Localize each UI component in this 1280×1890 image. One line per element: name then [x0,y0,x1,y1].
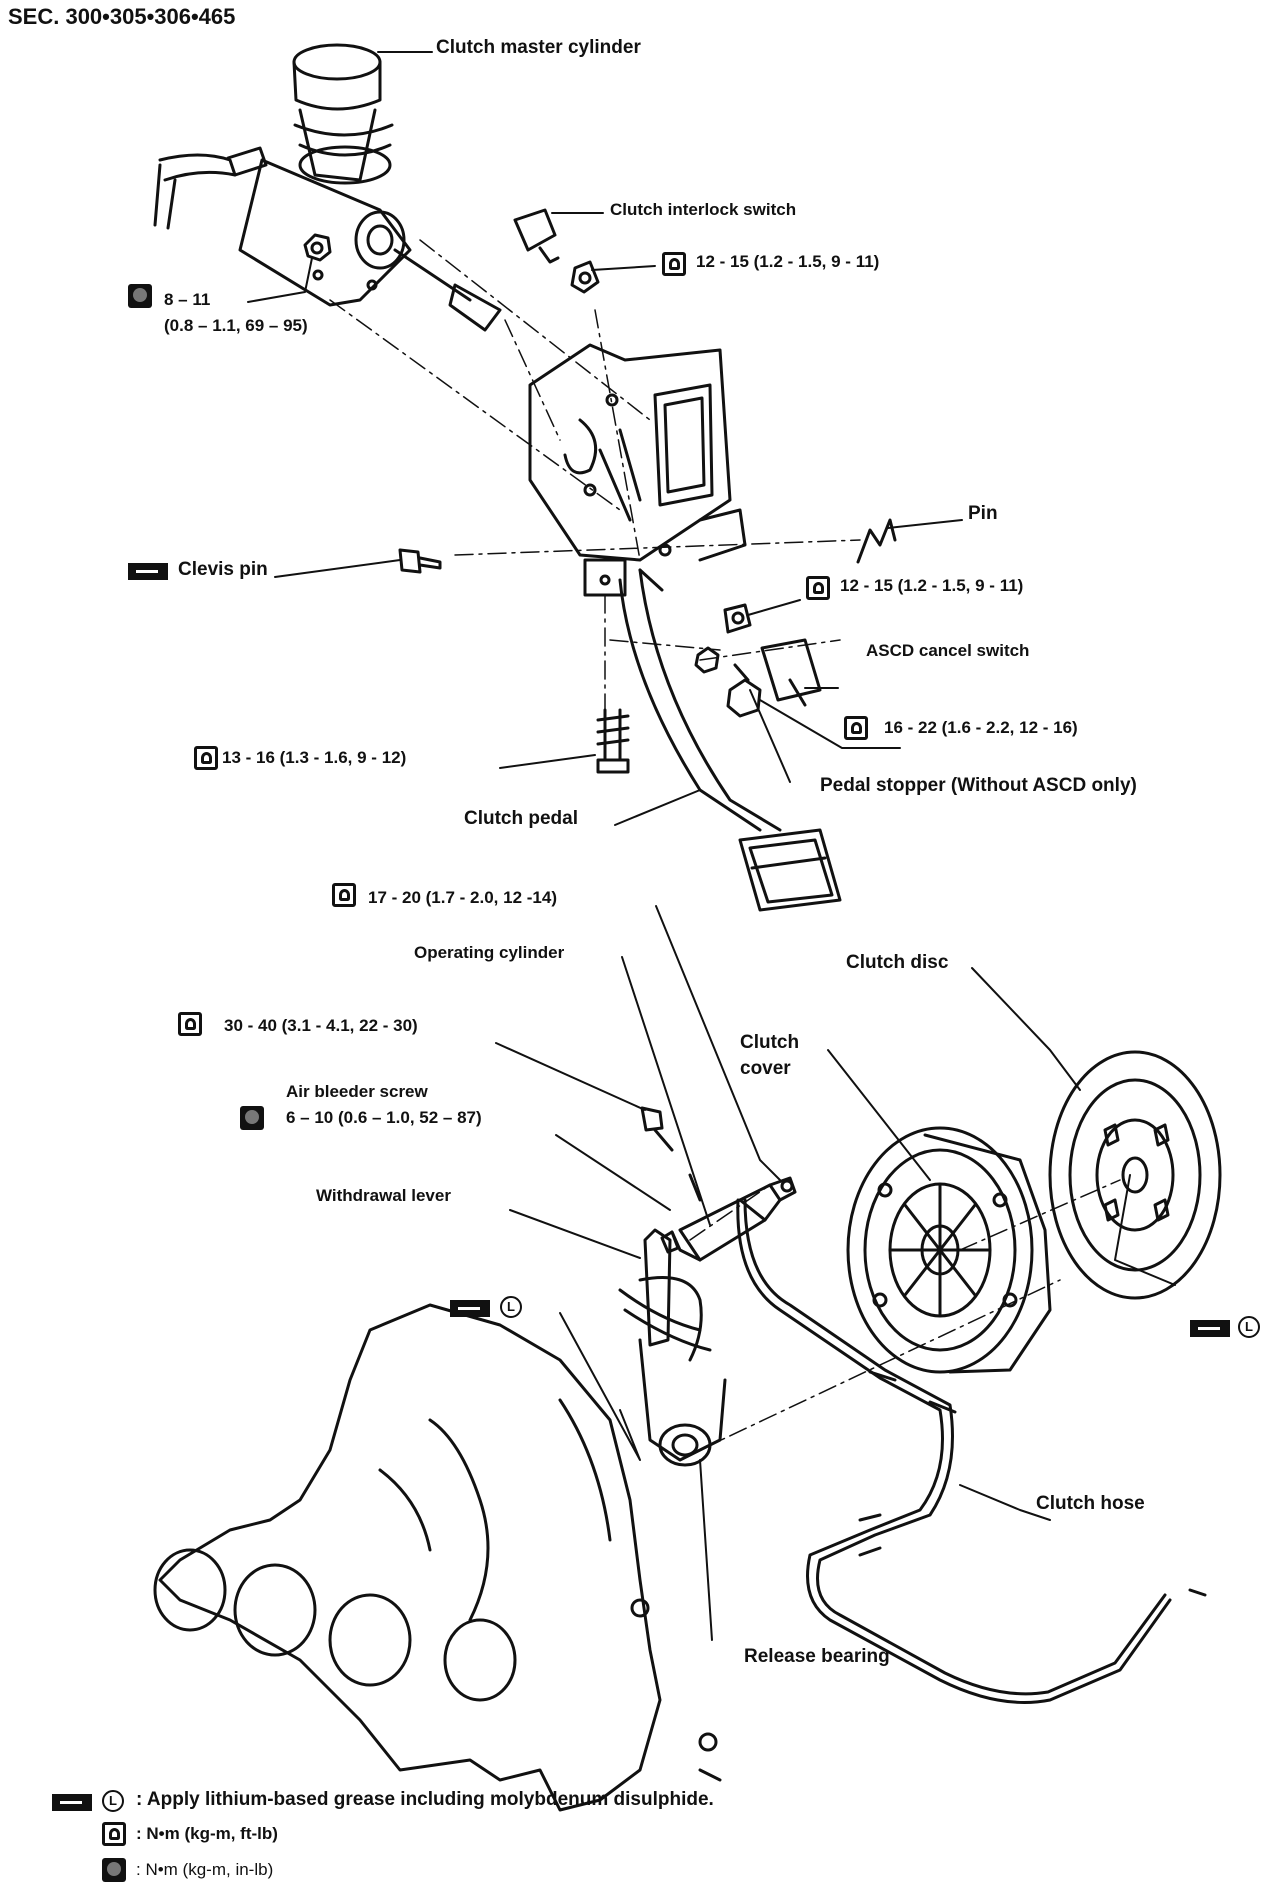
torque-wrench-inlb-icon [102,1858,126,1882]
legend-grease: : Apply lithium-based grease including m… [136,1789,714,1810]
label-pin-nut-torque: 12 - 15 (1.2 - 1.5, 9 - 11) [840,576,1024,595]
grease-gun-icon [52,1794,92,1811]
transmission-housing [153,1303,722,1812]
clutch-disc [1048,1050,1222,1300]
alignment-lines [329,239,1121,1451]
torque-wrench-icon [806,576,830,600]
label-withdrawal-lever: Withdrawal lever [316,1186,451,1205]
torque-wrench-inlb-icon [128,284,152,308]
lithium-grease-circle-icon: L [500,1296,522,1318]
torque-wrench-icon [194,746,218,770]
withdrawal-lever [618,1228,727,1467]
snap-pin [856,518,897,564]
clevis-pin [398,548,442,574]
label-hose-fitting-torque: 17 - 20 (1.7 - 2.0, 12 -14) [368,888,557,907]
label-operating-cylinder: Operating cylinder [414,943,565,962]
label-clutch-master-cylinder: Clutch master cylinder [436,37,641,58]
label-interlock-torque: 12 - 15 (1.2 - 1.5, 9 - 11) [696,252,880,271]
clutch-master-cylinder [153,43,502,332]
torque-wrench-icon [662,252,686,276]
cylinder-bolt [640,1106,674,1152]
label-ascd-cancel-switch: ASCD cancel switch [866,641,1030,660]
torque-wrench-icon [332,883,356,907]
label-air-bleeder-screw: Air bleeder screw [286,1082,428,1101]
label-release-bearing: Release bearing [744,1646,890,1667]
grease-gun-icon [128,563,168,580]
master-cylinder-nut [303,233,332,262]
label-clutch-cover-line2: cover [740,1058,791,1079]
label-clutch-hose: Clutch hose [1036,1493,1145,1514]
operating-cylinder [660,1173,797,1262]
label-clutch-interlock-switch: Clutch interlock switch [610,200,797,219]
label-cylinder-bolt-torque: 30 - 40 (3.1 - 4.1, 22 - 30) [224,1016,418,1035]
label-pin: Pin [968,503,998,524]
pedal-bracket [528,343,747,597]
label-nut-torque-line2: (0.8 – 1.1, 69 – 95) [164,316,308,335]
leader-lines [247,51,1176,1641]
torque-wrench-inlb-icon [240,1106,264,1130]
bracket-bolt [596,708,630,774]
label-bracket-bolt-torque: 13 - 16 (1.3 - 1.6, 9 - 12) [222,748,407,767]
label-clutch-cover-line1: Clutch [740,1032,800,1053]
label-clevis-pin: Clevis pin [178,559,268,580]
clutch-pedal-arm [618,568,842,912]
label-clutch-disc: Clutch disc [846,952,949,973]
label-clutch-pedal: Clutch pedal [464,808,579,829]
torque-wrench-icon [178,1012,202,1036]
label-pedal-stopper: Pedal stopper (Without ASCD only) [820,775,1137,796]
lithium-grease-circle-icon: L [1238,1316,1260,1338]
grease-gun-icon [450,1300,490,1317]
grease-gun-icon [1190,1320,1230,1337]
clutch-hose [736,1198,1207,1704]
torque-wrench-icon [102,1822,126,1846]
section-number: SEC. 300•305•306•465 [8,4,236,29]
torque-wrench-icon [844,716,868,740]
lithium-grease-circle-icon: L [102,1790,124,1812]
legend-torque-inlb: : N•m (kg-m, in-lb) [136,1860,274,1879]
legend-torque: : N•m (kg-m, ft-lb) [136,1824,278,1843]
label-bleeder-torque: 6 – 10 (0.6 – 1.0, 52 – 87) [286,1108,482,1127]
clutch-cover [846,1126,1052,1374]
ascd-cancel-switch [694,603,822,718]
clutch-interlock-switch [513,208,600,294]
label-stopper-torque: 16 - 22 (1.6 - 2.2, 12 - 16) [884,718,1078,737]
label-nut-torque-line1: 8 – 11 [164,290,211,309]
